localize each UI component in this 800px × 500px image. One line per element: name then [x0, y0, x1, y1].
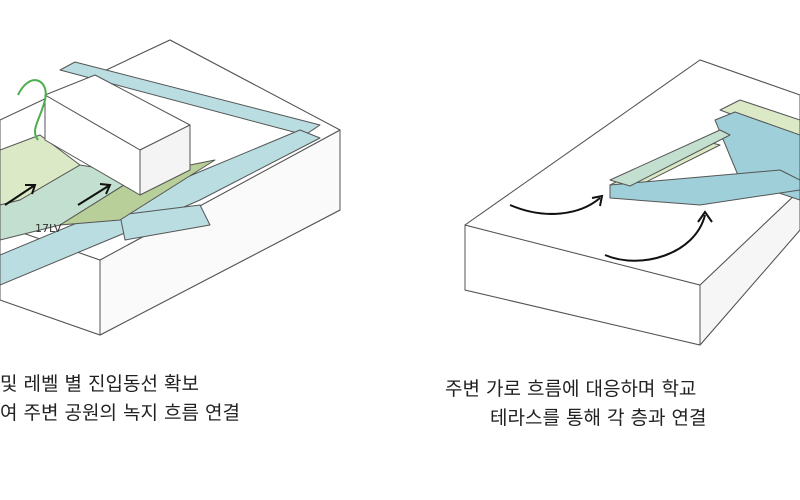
right-caption-line2: 테라스를 통해 각 층과 연결: [490, 407, 707, 429]
road: [0, 129, 321, 286]
left-site-model: [0, 39, 341, 336]
left-caption-line1: 및 레벨 별 진입동선 확보: [0, 373, 199, 395]
blue-block: [609, 169, 800, 206]
road: [119, 204, 211, 241]
left-caption-line2: 여 주변 공원의 녹지 흐름 연결: [0, 402, 240, 424]
blue-block: [609, 129, 731, 187]
right-site-model: [464, 59, 800, 346]
level-label: 17LV: [35, 222, 62, 235]
arrow-icon: [509, 194, 713, 262]
green-flow-icon: [17, 79, 47, 141]
arrow-icon: [4, 183, 112, 206]
right-caption-line1: 주변 가로 흐름에 대응하며 학교: [445, 378, 697, 400]
road: [59, 61, 321, 136]
